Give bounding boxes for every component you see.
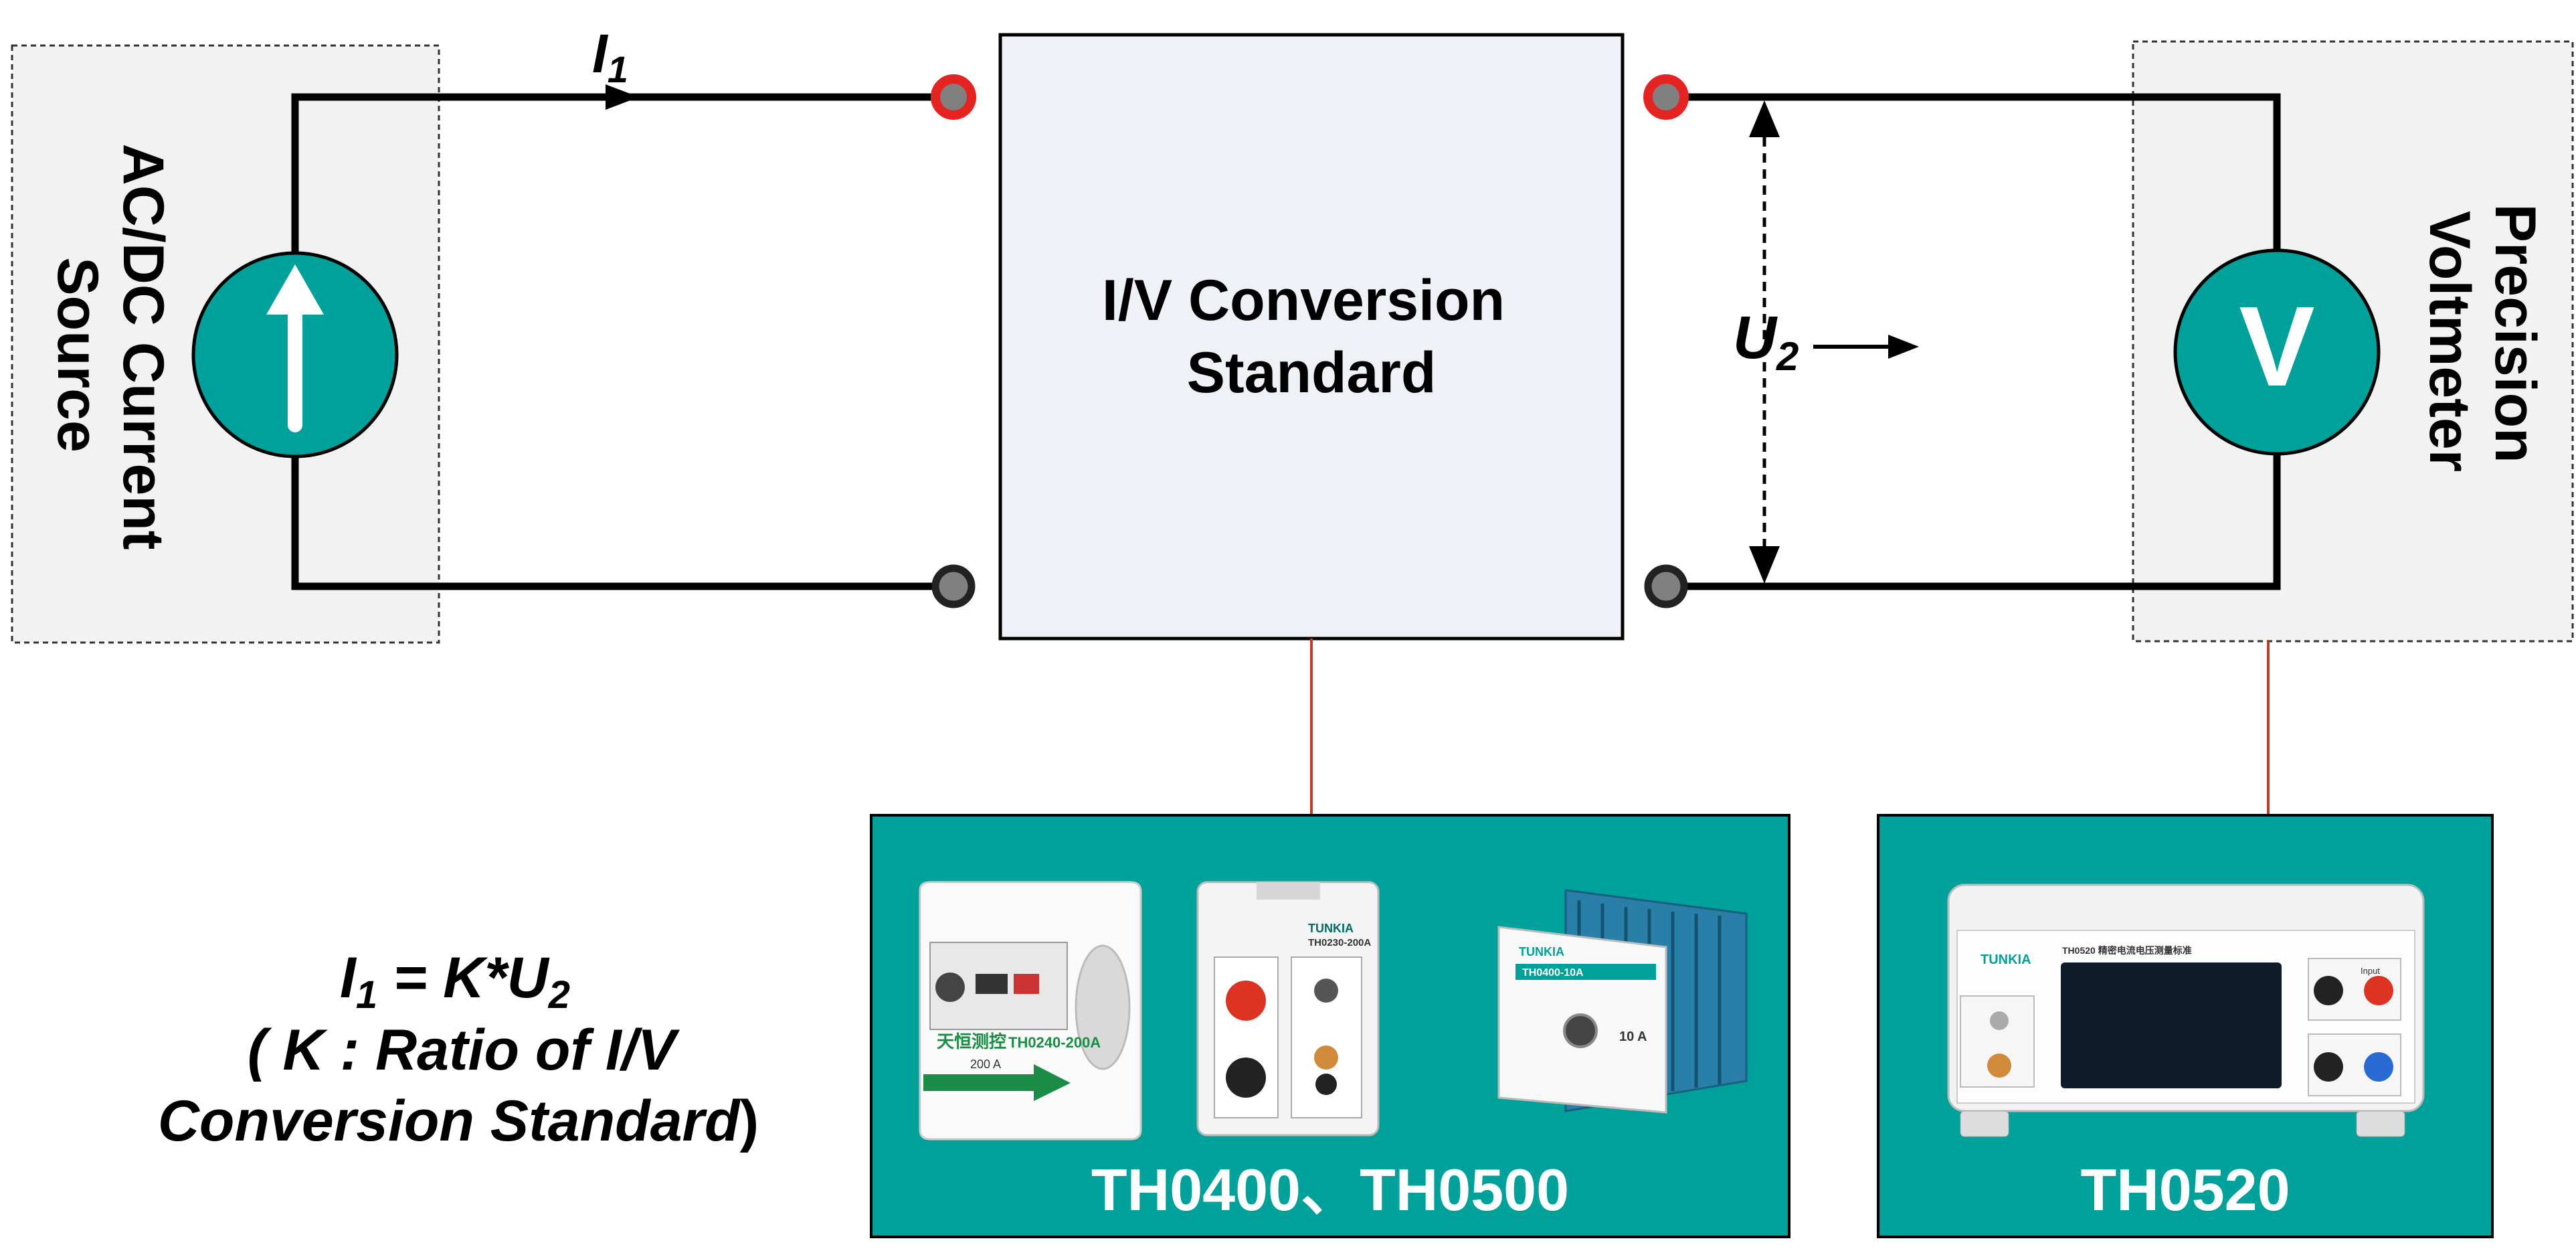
formula-line2: ( K : Ratio of I/V <box>248 1018 680 1082</box>
svg-text:10 A: 10 A <box>1619 1029 1647 1044</box>
voltmeter-symbol-letter: V <box>2239 283 2314 410</box>
terminal-right-top <box>1643 74 1689 120</box>
svg-text:TUNKIA: TUNKIA <box>1519 945 1564 958</box>
arrow-head-icon <box>266 264 324 315</box>
current-source-symbol <box>191 251 399 458</box>
product-caption-right: TH0520 <box>2080 1157 2290 1223</box>
voltmeter-symbol: V <box>2173 248 2381 456</box>
product-panel-th0400-th0500: 天恒测控 TH0240-200A 200 A TUNKIA TH0230-200… <box>870 814 1790 1238</box>
current-label: I1 <box>592 23 628 90</box>
svg-text:TH0230-200A: TH0230-200A <box>1308 937 1371 948</box>
product-panel-th0520: TUNKIA TH0520 精密电流电压测量标准 Input TH0520 <box>1877 814 2494 1238</box>
source-label: AC/DC Current Source <box>45 144 175 566</box>
terminal-left-bottom <box>931 564 976 608</box>
right-wiring <box>1666 93 2281 590</box>
formula: I1 = K*U2 ( K : Ratio of I/V Conversion … <box>158 946 759 1153</box>
product-image-1: 天恒测控 TH0240-200A 200 A <box>919 881 1142 1141</box>
voltage-indicator <box>1749 100 1780 584</box>
voltmeter-label: Precision Voltmeter <box>2417 203 2547 479</box>
left-wiring <box>291 93 953 590</box>
svg-text:天恒测控: 天恒测控 <box>937 1031 1006 1052</box>
product-caption-left: TH0400、TH0500 <box>1091 1157 1569 1223</box>
formula-line1: I1 = K*U2 <box>340 946 570 1017</box>
current-direction-arrow <box>606 84 639 110</box>
terminal-left-top <box>931 74 976 120</box>
svg-text:Input: Input <box>2361 966 2380 976</box>
iv-conversion-box <box>998 33 1625 641</box>
iv-conversion-label: I/V Conversion Standard <box>1102 268 1521 405</box>
product-image-th0520: TUNKIA TH0520 精密电流电压测量标准 Input <box>1947 884 2425 1137</box>
svg-text:TUNKIA: TUNKIA <box>1981 952 2031 967</box>
svg-text:TH0520 精密电流电压测量标准: TH0520 精密电流电压测量标准 <box>2062 945 2192 956</box>
voltage-label: U2 <box>1733 305 1799 379</box>
svg-text:200 A: 200 A <box>970 1058 1001 1071</box>
product-image-3: TUNKIA TH0400-10A 10 A <box>1497 889 1748 1114</box>
terminals <box>931 74 1689 608</box>
svg-text:TUNKIA: TUNKIA <box>1308 922 1354 935</box>
svg-text:TH0240-200A: TH0240-200A <box>1008 1034 1101 1051</box>
formula-line3: Conversion Standard) <box>158 1089 759 1153</box>
voltage-arrow-icon <box>1813 335 1919 359</box>
svg-text:TH0400-10A: TH0400-10A <box>1522 967 1584 979</box>
product-image-2: TUNKIA TH0230-200A <box>1196 881 1380 1137</box>
terminal-right-bottom <box>1644 564 1688 608</box>
